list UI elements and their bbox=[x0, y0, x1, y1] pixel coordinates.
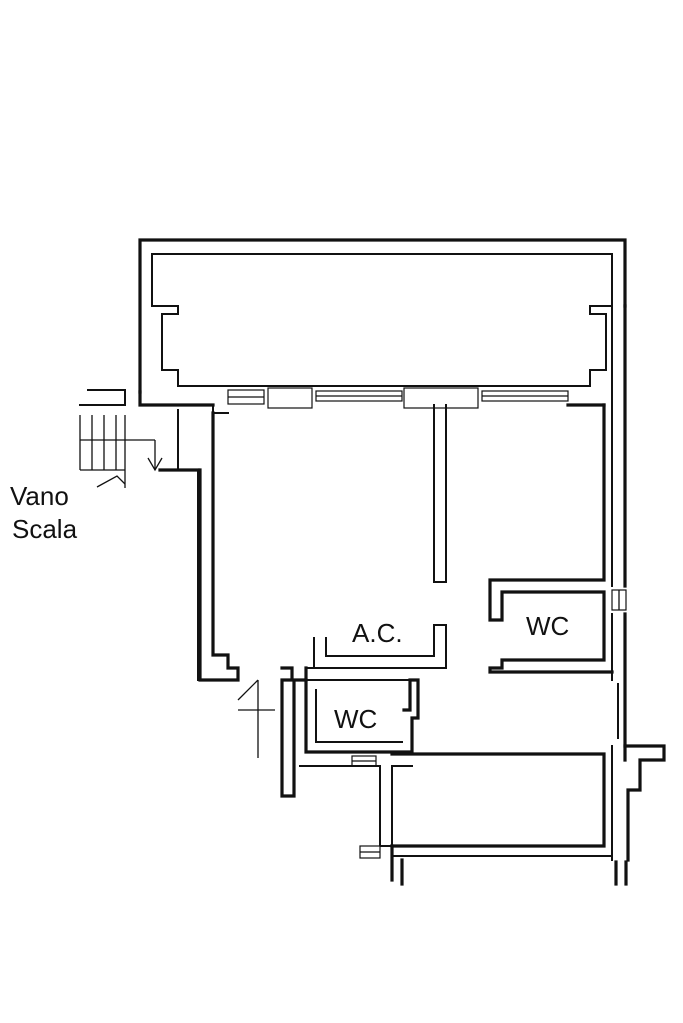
stairwell bbox=[79, 389, 200, 488]
lower-right-walls bbox=[359, 744, 666, 886]
right-room-walls bbox=[488, 304, 627, 762]
stairwell-label-line1: Vano bbox=[10, 481, 69, 511]
top-room-walls bbox=[138, 238, 627, 394]
ac-room-label: A.C. bbox=[352, 618, 403, 648]
stairwell-label-line2: Scala bbox=[12, 514, 78, 544]
separating-wall bbox=[138, 387, 606, 414]
ac-room-walls bbox=[280, 624, 447, 798]
wc-right-label: WC bbox=[526, 611, 569, 641]
wall-pier bbox=[403, 387, 479, 409]
living-room-walls bbox=[197, 404, 447, 758]
wc-lower-label: WC bbox=[334, 704, 377, 734]
wall-pier bbox=[267, 387, 313, 409]
lower-wc-walls bbox=[299, 678, 420, 847]
